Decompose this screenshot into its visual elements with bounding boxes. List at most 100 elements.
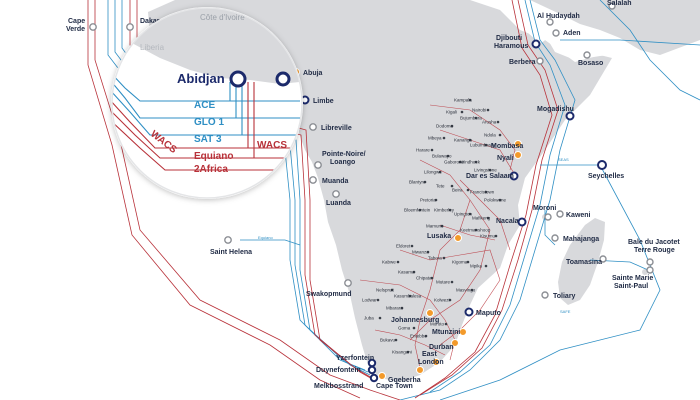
gray-node-icon <box>556 210 564 218</box>
landing-point-al-hudaydah[interactable]: Al Hudaydah <box>537 13 580 26</box>
cote-divoire-label: Côte d'Ivoire <box>200 13 245 22</box>
dar-es-salaam-label: Dar es Salaam <box>466 173 514 180</box>
landing-point-moroni[interactable]: Moroni <box>533 205 556 221</box>
navy-node-icon <box>509 171 519 181</box>
al-hudaydah-label: Al Hudaydah <box>537 13 580 20</box>
inland-town-label: Lilongwe <box>424 170 442 175</box>
inland-town-dot <box>376 298 380 302</box>
landing-point-durban[interactable]: Durban <box>429 339 459 352</box>
landing-point-cape-town[interactable]: Cape Town <box>376 372 413 391</box>
landing-point-maputo[interactable]: Maputo <box>464 307 501 318</box>
landing-point-melkbosstrand[interactable]: Melkbosstrand <box>314 373 379 390</box>
landing-point-dakar[interactable]: Dakar <box>126 18 160 31</box>
cable-line <box>599 0 700 101</box>
landing-point-salalah[interactable]: Salalah <box>607 0 632 10</box>
limbe-label: Limbe <box>313 98 334 105</box>
gray-node-icon <box>126 23 134 31</box>
cable-line <box>439 224 496 241</box>
landing-point-limbe[interactable]: Limbe <box>300 95 334 106</box>
landing-point-johannesburg[interactable]: Johannesburg <box>391 309 439 325</box>
inland-town-label: Mutare <box>436 280 451 285</box>
gray-node-icon <box>583 51 591 59</box>
landing-point-mahajanga[interactable]: Mahajanga <box>551 234 599 243</box>
inland-town-label: Chipata <box>416 276 432 281</box>
landing-point-kaweni[interactable]: Kaweni <box>556 210 591 219</box>
gray-node-icon <box>314 161 322 169</box>
zoom-cable-sat3 <box>112 89 300 136</box>
inland-town-label: Dodoma <box>436 124 454 129</box>
landing-point-mtunzini[interactable]: Mtunzini <box>432 328 467 337</box>
zoom-label-2africa: 2Africa <box>194 164 228 175</box>
landing-point-nacala[interactable]: Nacala <box>496 217 527 227</box>
inland-town-dot <box>394 338 398 342</box>
navy-node-icon <box>531 39 541 49</box>
landing-point-duynefontein[interactable]: Duynefontein <box>316 365 377 375</box>
landing-point-pointe-noire[interactable]: Pointe-Noire/Loango <box>314 151 366 169</box>
inland-towns-layer: KampalaKigaliBujumburaNairobiArushaDodom… <box>362 98 507 355</box>
navy-node-icon <box>565 111 575 121</box>
inland-town-label: Upington <box>454 212 473 217</box>
inland-town-dot <box>468 212 472 216</box>
inland-town-label: Lubumbashi <box>470 143 495 148</box>
gray-node-icon <box>646 258 654 266</box>
inland-town-label: Kimberley <box>434 208 455 213</box>
maputo-label: Maputo <box>476 310 501 317</box>
landing-point-seychelles[interactable]: Seychelles <box>588 160 624 180</box>
inland-town-label: Polokwane <box>484 198 507 203</box>
landing-point-dar-es-salaam[interactable]: Dar es Salaam <box>466 171 519 181</box>
orange-node-icon <box>459 328 467 336</box>
landing-point-bosaso[interactable]: Bosaso <box>578 51 603 67</box>
landing-point-luanda[interactable]: Luanda <box>326 190 351 207</box>
dakar-label: Dakar <box>140 18 160 25</box>
red-sea <box>500 0 548 44</box>
inland-town-label: Mpika <box>470 264 483 269</box>
landing-point-mombasa[interactable]: Mombasa <box>491 140 523 151</box>
landing-point-toliary[interactable]: Toliary <box>541 291 576 300</box>
navy-node-icon <box>597 160 607 170</box>
inland-town-label: Mwanza <box>412 250 429 255</box>
salalah-label: Salalah <box>607 0 632 7</box>
landing-point-nyali[interactable]: Nyali <box>497 151 522 163</box>
muanda-label: Muanda <box>322 178 349 185</box>
inland-town-label: Arusha <box>482 120 497 125</box>
inland-town-dot <box>474 116 478 120</box>
cable-line <box>94 0 401 400</box>
landing-point-saint-helena[interactable]: Saint Helena <box>210 236 252 256</box>
inland-town-dot <box>468 138 472 142</box>
gray-node-icon <box>551 234 559 242</box>
inland-town-dot <box>426 250 430 254</box>
inland-town-label: Bukavu <box>380 338 396 343</box>
inland-town-dot <box>412 270 416 274</box>
landing-point-aden[interactable]: Aden <box>552 29 581 37</box>
landing-point-toamasina[interactable]: Toamasina <box>566 255 607 266</box>
inland-town-label: Kisangani <box>392 350 412 355</box>
inland-town-dot <box>424 334 428 338</box>
navy-node-icon <box>369 373 379 383</box>
landing-point-libreville[interactable]: Libreville <box>309 123 352 132</box>
landing-point-lusaka[interactable]: Lusaka <box>427 233 462 242</box>
inland-town-label: Nelspruit <box>376 288 395 293</box>
inland-town-dot <box>444 322 448 326</box>
landing-point-mogadishu[interactable]: Mogadishu <box>537 106 575 121</box>
landing-point-gqeberha[interactable]: Gqeberha <box>388 366 424 385</box>
inland-town-label: Kasama <box>398 270 415 275</box>
orange-node-icon <box>451 339 459 347</box>
abidjan-node-icon[interactable] <box>229 70 247 88</box>
landing-point-muanda[interactable]: Muanda <box>309 176 349 185</box>
landing-point-swakopmund[interactable]: Swakopmund <box>306 279 352 298</box>
zoom-cable-2africa <box>112 119 300 171</box>
inland-town-dot <box>498 198 502 202</box>
inland-town-dot <box>466 260 470 264</box>
toliary-label: Toliary <box>553 293 576 300</box>
landing-point-berbera[interactable]: Berbera <box>509 57 544 66</box>
inland-town-label: Kigoma <box>452 260 468 265</box>
cable-line <box>439 164 661 400</box>
landing-point-yzerfontein[interactable]: Yzerfontein <box>336 355 377 368</box>
abuja-label: Abuja <box>303 70 323 77</box>
